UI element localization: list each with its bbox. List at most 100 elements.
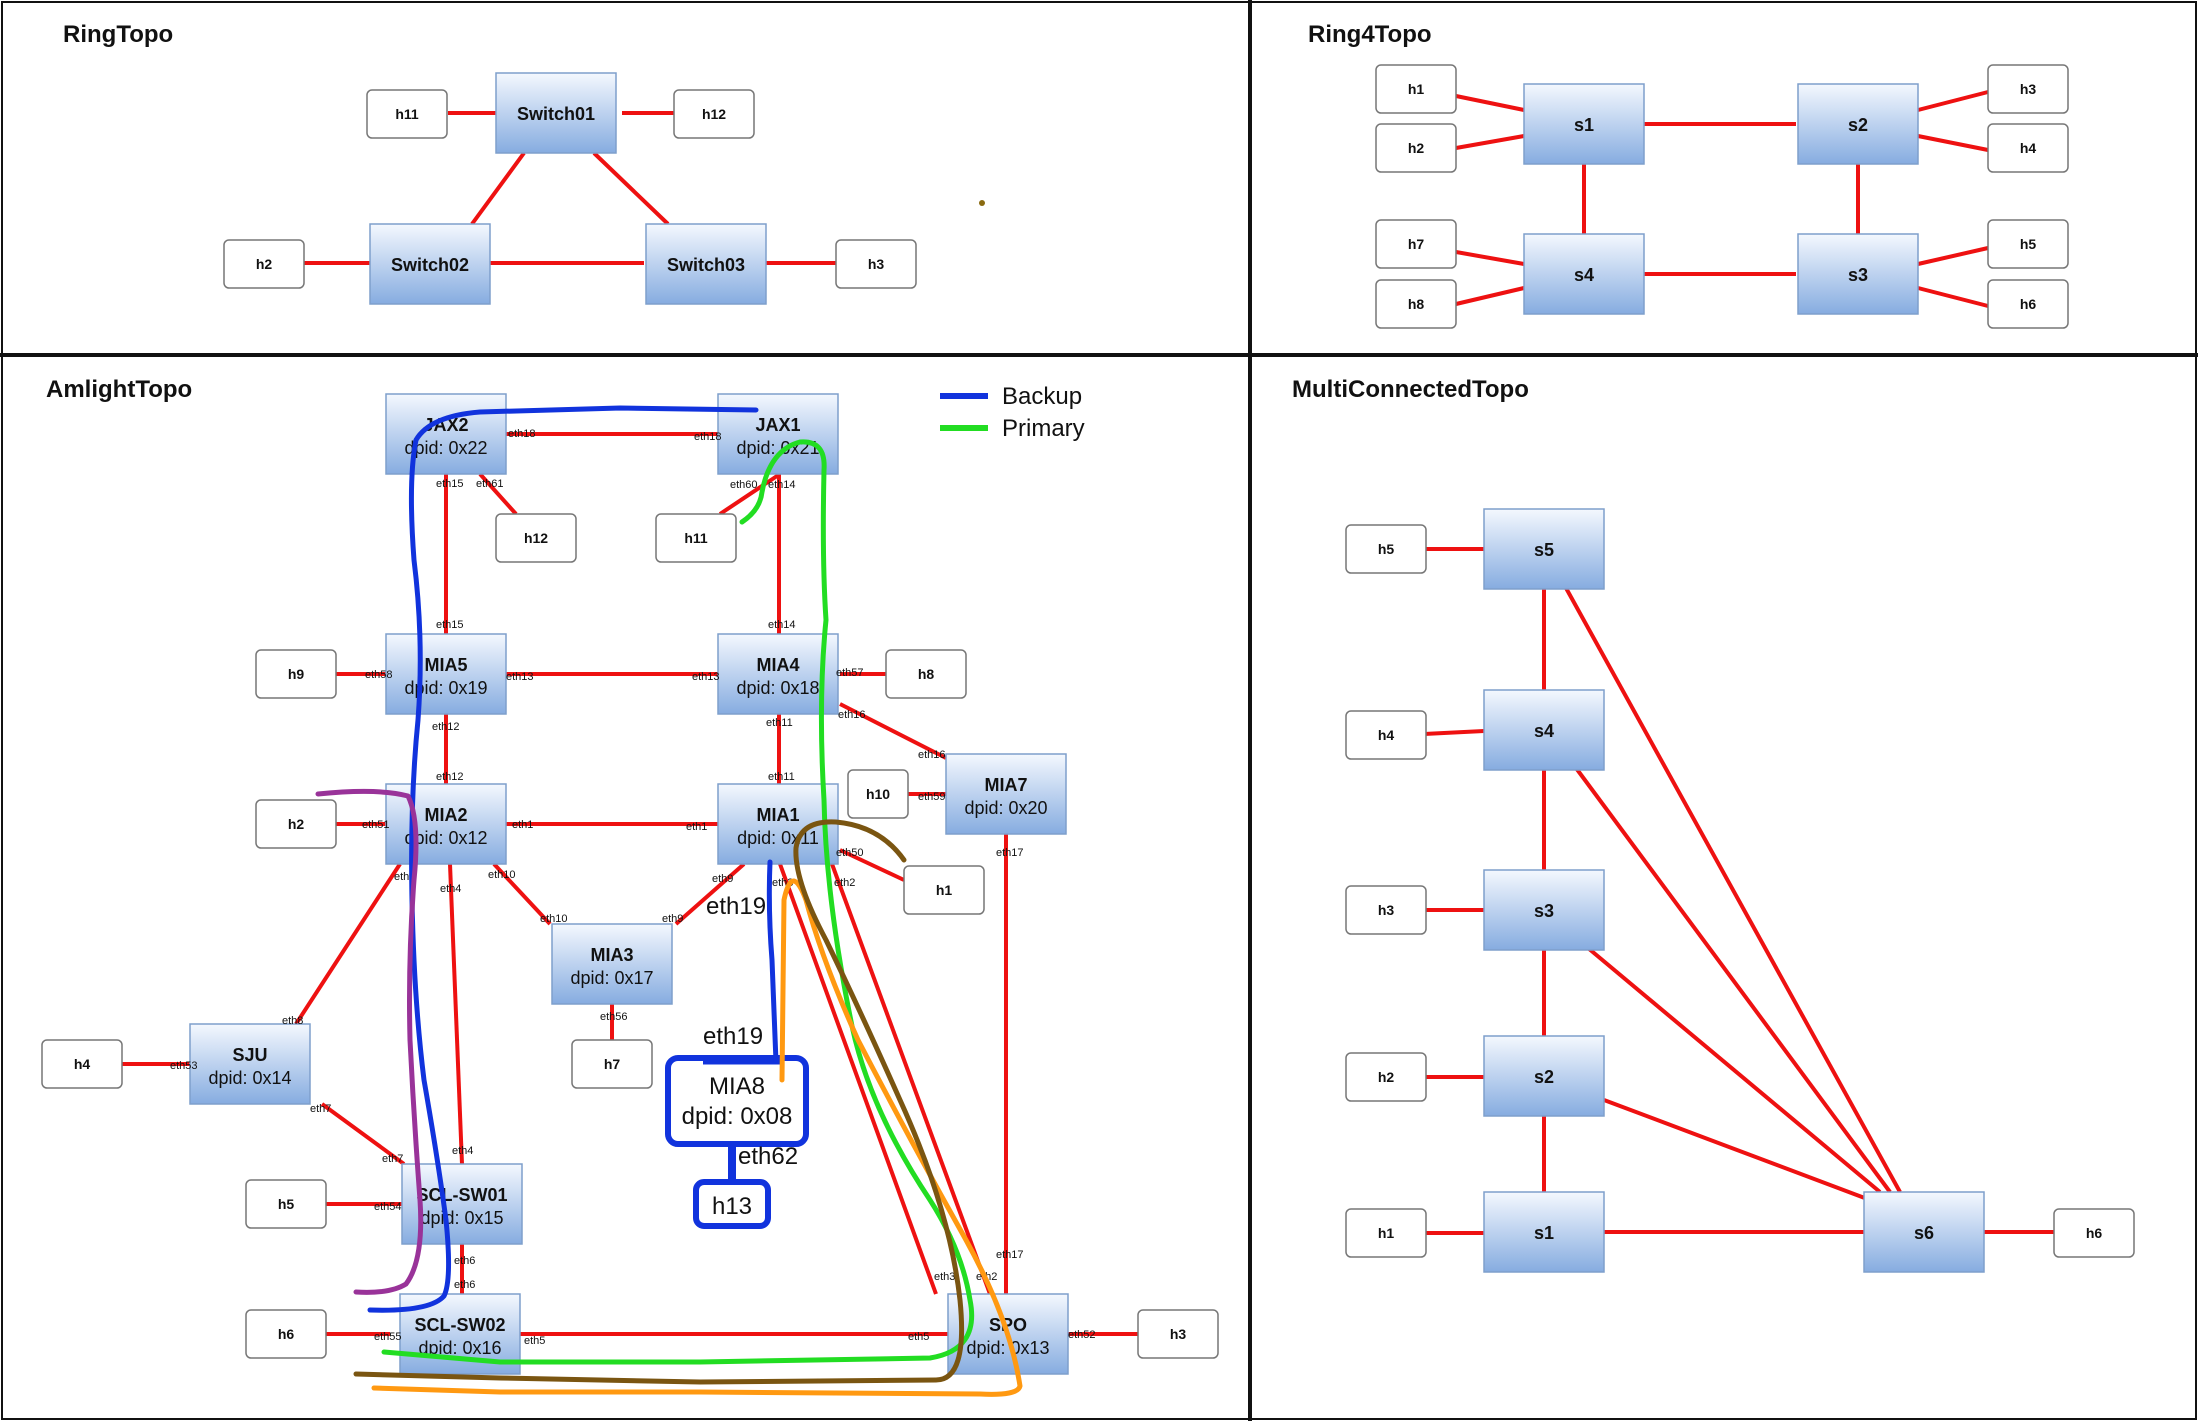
switch-label: s1 <box>1534 1223 1554 1243</box>
ring4-host[interactable]: h2 <box>1375 123 1457 173</box>
ring4-host[interactable]: h6 <box>1987 279 2069 329</box>
port-label: eth12 <box>432 721 460 733</box>
ring4-switch[interactable]: s2 <box>1797 83 1919 165</box>
amlight-host[interactable]: h5 <box>245 1179 327 1229</box>
port-label: eth7 <box>382 1153 403 1165</box>
ring-host[interactable]: h2 <box>223 239 305 289</box>
amlight-host[interactable]: h12 <box>495 513 577 563</box>
switch-label: JAX1 <box>755 415 800 435</box>
panel-title-multi: MultiConnectedTopo <box>1292 376 1529 403</box>
port-label: eth1 <box>512 819 533 831</box>
multi-switch[interactable]: s1 <box>1483 1191 1605 1273</box>
ring4-host[interactable]: h4 <box>1987 123 2069 173</box>
amlight-host[interactable]: h2 <box>255 799 337 849</box>
port-label: eth3 <box>934 1271 955 1283</box>
port-label: eth8 <box>282 1015 303 1027</box>
port-label: eth61 <box>476 478 504 490</box>
host-label: h1 <box>1378 1225 1395 1241</box>
multi-switch[interactable]: s4 <box>1483 689 1605 771</box>
multi-switch[interactable]: s2 <box>1483 1035 1605 1117</box>
amlight-host[interactable]: h4 <box>41 1039 123 1089</box>
multi-host[interactable]: h6 <box>2053 1208 2135 1258</box>
port-label: eth4 <box>452 1145 473 1157</box>
switch-label: Switch03 <box>667 255 745 275</box>
port-label: eth2 <box>834 877 855 889</box>
switch-dpid: dpid: 0x19 <box>404 678 487 698</box>
ring4-switch[interactable]: s4 <box>1523 233 1645 315</box>
switch-label: s4 <box>1534 721 1554 741</box>
ring4-host[interactable]: h5 <box>1987 219 2069 269</box>
switch-label: s3 <box>1534 901 1554 921</box>
amlight-links <box>120 432 1138 1336</box>
host-label: h2 <box>288 816 305 832</box>
multi-switch[interactable]: s3 <box>1483 869 1605 951</box>
switch-label: s2 <box>1848 115 1868 135</box>
amlight-host[interactable]: h7 <box>571 1039 653 1089</box>
host-label: h8 <box>918 666 935 682</box>
port-label: eth56 <box>600 1011 628 1023</box>
amlight-host[interactable]: h1 <box>903 865 985 915</box>
amlight-host[interactable]: h11 <box>655 513 737 563</box>
ring-switch[interactable]: Switch02 <box>369 223 491 305</box>
switch-label: MIA2 <box>424 805 467 825</box>
ring4-host[interactable]: h8 <box>1375 279 1457 329</box>
multi-switch[interactable]: s5 <box>1483 508 1605 590</box>
ring-host[interactable]: h3 <box>835 239 917 289</box>
host-label: h12 <box>524 530 548 546</box>
port-label: eth58 <box>365 669 393 681</box>
switch-dpid: dpid: 0x14 <box>208 1068 291 1088</box>
ring4-switch[interactable]: s3 <box>1797 233 1919 315</box>
multi-host[interactable]: h3 <box>1345 885 1427 935</box>
multi-host[interactable]: h2 <box>1345 1052 1427 1102</box>
port-label: eth11 <box>766 717 793 729</box>
multi-host[interactable]: h1 <box>1345 1208 1427 1258</box>
switch-label: Switch02 <box>391 255 469 275</box>
stray-dot <box>979 200 985 206</box>
host-label: h1 <box>1408 81 1425 97</box>
ring4-host[interactable]: h3 <box>1987 64 2069 114</box>
switch-label: Switch01 <box>517 104 595 124</box>
switch-label: SPO <box>989 1315 1027 1335</box>
host-label: h4 <box>2020 140 2037 156</box>
port-label: eth54 <box>374 1201 402 1213</box>
legend: Backup Primary <box>940 383 1085 442</box>
ring4-switch[interactable]: s1 <box>1523 83 1645 165</box>
host-label: h5 <box>2020 236 2037 252</box>
port-label: eth17 <box>996 847 1024 859</box>
switch-label: SCL-SW02 <box>414 1315 505 1335</box>
multi-host[interactable]: h5 <box>1345 524 1427 574</box>
host-label: h10 <box>866 786 890 802</box>
ring4-host[interactable]: h7 <box>1375 219 1457 269</box>
multi-switch[interactable]: s6 <box>1863 1191 1985 1273</box>
ring-host[interactable]: h12 <box>673 89 755 139</box>
amlight-host[interactable]: h6 <box>245 1309 327 1359</box>
ring-switch[interactable]: Switch01 <box>495 72 617 154</box>
multi-host[interactable]: h4 <box>1345 710 1427 760</box>
host-label: h9 <box>288 666 305 682</box>
switch-label: MIA1 <box>756 805 799 825</box>
port-label: eth10 <box>540 913 568 925</box>
amlight-host[interactable]: h9 <box>255 649 337 699</box>
host-label: h8 <box>1408 296 1425 312</box>
amlight-host[interactable]: h8 <box>885 649 967 699</box>
amlight-host[interactable]: h3 <box>1137 1309 1219 1359</box>
ring-host[interactable]: h11 <box>366 89 448 139</box>
ring-switch[interactable]: Switch03 <box>645 223 767 305</box>
ring4-host[interactable]: h1 <box>1375 64 1457 114</box>
port-label: eth5 <box>908 1331 929 1343</box>
amlight-host[interactable]: h10 <box>847 769 909 819</box>
port-label: eth9 <box>712 873 733 885</box>
port-label: eth16 <box>838 709 866 721</box>
host-label: h6 <box>2086 1225 2103 1241</box>
port-label: eth55 <box>374 1331 402 1343</box>
